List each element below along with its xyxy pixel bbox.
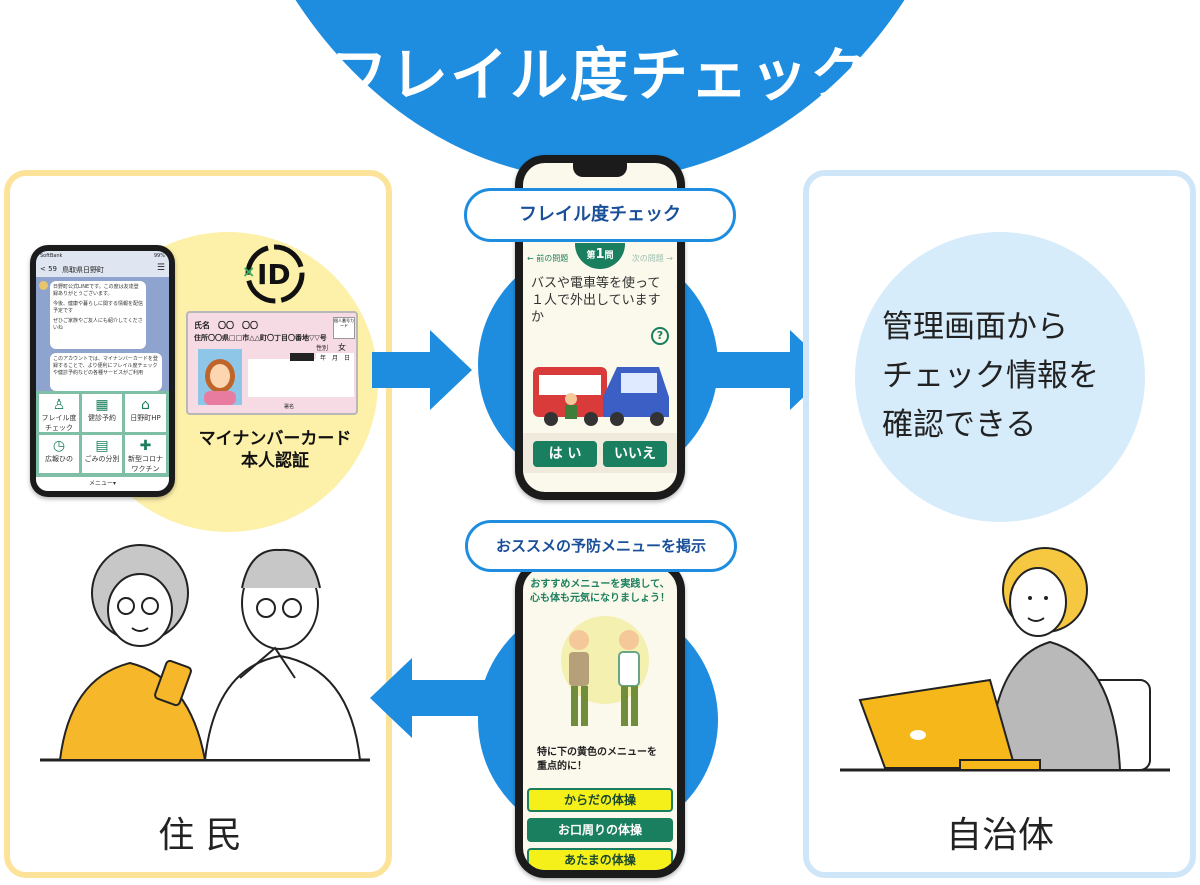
office-worker-illustration — [840, 547, 1170, 772]
chat-text-3: ぜひご家族やご友人にも紹介してくださいね — [53, 318, 143, 331]
my-number-card: 氏名 〇〇 〇〇 住所〇〇県□□市△△町〇丁目〇番地▽▽号 個人番号カード 性別… — [186, 311, 358, 415]
municipality-description: 管理画面から チェック情報を 確認できる — [882, 303, 1099, 450]
help-button[interactable]: ? — [651, 327, 669, 345]
menu-mouth-exercise[interactable]: お口周りの体操 — [527, 818, 673, 842]
menu-phone: おすすめメニューを実践して、 心も体も元気になりましょう！ 特に下の黄色のメニュ… — [515, 560, 685, 878]
badge-number: 1 — [595, 247, 605, 262]
line-header: < 59 鳥取県日野町 ☰ — [36, 261, 169, 277]
municipality-highlight-circle — [855, 232, 1145, 522]
rich-menu-label: フレイル度チェック — [41, 414, 77, 432]
card-caption-line1: マイナンバーカード — [198, 429, 352, 449]
municipality-text-line1: 管理画面から — [882, 309, 1068, 345]
card-date: 年 月 日 — [316, 353, 354, 362]
card-address: 住所〇〇県□□市△△町〇丁目〇番地▽▽号 — [194, 334, 327, 342]
clock-icon: ◷ — [52, 438, 66, 454]
card-name: 氏名 〇〇 〇〇 — [194, 321, 258, 330]
arrow-check-to-municipality — [712, 330, 832, 410]
rich-menu-frail-check[interactable]: ♙ フレイル度チェック — [39, 394, 79, 432]
page-title: フレイル度チェック — [329, 41, 870, 109]
chat-bubble-2: このアカウントでは、マイナンバーカードを登録することで、より便利にフレイル度チェ… — [50, 353, 162, 391]
status-bar: SoftBank 99% — [36, 251, 169, 261]
menu-body-exercise[interactable]: からだの体操 — [527, 788, 673, 812]
line-app-phone: SoftBank 99% < 59 鳥取県日野町 ☰ 日野町公式LINEです。こ… — [30, 245, 175, 497]
menu-note-line1: 特に下の黄色のメニューを — [537, 747, 657, 758]
vaccine-icon: ✚ — [139, 438, 152, 454]
calendar-icon: ▦ — [95, 397, 109, 413]
resident-label: 住 民 — [158, 815, 242, 856]
menu-icon[interactable]: ☰ — [156, 263, 165, 273]
municipality-text-line3: 確認できる — [882, 407, 1037, 443]
bus-car-illustration — [533, 367, 669, 426]
back-button[interactable]: < 59 — [40, 265, 57, 273]
id-logo-text: ID — [257, 258, 291, 291]
arrow-menu-to-resident — [370, 658, 490, 738]
chat-text-1: 日野町公式LINEです。この度は友達登録ありがとうございます。 — [53, 284, 139, 297]
line-app-screen: SoftBank 99% < 59 鳥取県日野町 ☰ 日野町公式LINEです。こ… — [36, 251, 169, 491]
home-icon: ⌂ — [141, 397, 150, 413]
menu-brain-exercise[interactable]: あたまの体操 — [527, 848, 673, 870]
card-photo — [198, 349, 242, 405]
yes-button[interactable]: は い — [533, 441, 597, 467]
rich-menu-label: 健診予約 — [88, 414, 116, 422]
frail-check-pill: フレイル度チェック — [464, 188, 736, 242]
card-badge: 個人番号カード — [333, 317, 355, 339]
rich-menu-label: ごみの分別 — [84, 455, 120, 463]
account-name: 鳥取県日野町 — [62, 266, 104, 274]
card-sex-value: 女 — [338, 343, 346, 352]
badge-suffix: 問 — [604, 251, 614, 261]
trash-icon: ▤ — [95, 438, 109, 454]
rich-menu-bulletin[interactable]: ◷ 広報ひの — [39, 435, 79, 473]
status-carrier: SoftBank — [40, 253, 63, 259]
municipality-text-line2: チェック情報を — [882, 358, 1099, 394]
rich-menu-homepage[interactable]: ⌂ 日野町HP — [125, 394, 166, 432]
menu-header-line1: おすすめメニューを実践して、 — [530, 579, 670, 590]
card-info-box — [248, 359, 354, 397]
elderly-couple-illustration — [40, 544, 370, 762]
card-redaction — [290, 353, 314, 361]
rich-menu-label: 広報ひの — [45, 455, 73, 463]
exercise-illustration — [561, 616, 649, 726]
rich-menu: ♙ フレイル度チェック ▦ 健診予約 ⌂ 日野町HP ◷ 広報ひの ▤ ごみの分… — [36, 391, 169, 477]
rich-menu-checkup[interactable]: ▦ 健診予約 — [82, 394, 122, 432]
rich-menu-vaccine[interactable]: ✚ 新型コロナワクチン — [125, 435, 166, 473]
rich-menu-label: 日野町HP — [130, 414, 161, 422]
question-text: バスや電車等を使って１人で外出していますか — [531, 276, 661, 325]
card-sex-label: 性別 — [316, 345, 329, 352]
rich-menu-footer[interactable]: メニュー▾ — [36, 477, 169, 491]
chat-text-4: このアカウントでは、マイナンバーカードを登録することで、より便利にフレイル度チェ… — [53, 356, 158, 376]
menu-note: 特に下の黄色のメニューを 重点的に！ — [537, 746, 677, 774]
rich-menu-label: 新型コロナワクチン — [128, 455, 163, 473]
card-caption-line2: 本人認証 — [241, 451, 309, 471]
chat-text-2: 今後、健康や暮らしに関する情報を配信予定です — [53, 301, 144, 314]
badge-prefix: 第 — [586, 251, 596, 261]
question-nav: ← 前の問題 次の問題 → — [523, 247, 677, 269]
chat-bubble-1: 日野町公式LINEです。この度は友達登録ありがとうございます。 今後、健康や暮ら… — [50, 281, 146, 349]
menu-header: おすすめメニューを実践して、 心も体も元気になりましょう！ — [523, 578, 677, 606]
status-battery: 99% — [153, 253, 165, 259]
arrow-resident-to-check — [372, 330, 472, 410]
card-sign: 署名 — [284, 404, 295, 410]
phone-notch — [573, 163, 627, 177]
recommended-menu-pill: おススメの予防メニューを掲示 — [465, 520, 737, 572]
id-logo: ID × — [242, 244, 305, 304]
municipality-label: 自治体 — [945, 815, 1054, 856]
next-question-button[interactable]: 次の問題 → — [631, 254, 673, 263]
card-caption: マイナンバーカード 本人認証 — [180, 428, 370, 472]
prev-question-button[interactable]: ← 前の問題 — [527, 254, 569, 263]
line-avatar — [39, 281, 48, 290]
person-icon: ♙ — [52, 397, 66, 413]
rich-menu-garbage[interactable]: ▤ ごみの分別 — [82, 435, 122, 473]
menu-screen: おすすめメニューを実践して、 心も体も元気になりましょう！ 特に下の黄色のメニュ… — [523, 568, 677, 870]
menu-header-line2: 心も体も元気になりましょう！ — [530, 593, 670, 604]
menu-note-line2: 重点的に！ — [537, 761, 587, 772]
id-logo-x: × — [242, 262, 255, 281]
no-button[interactable]: いいえ — [603, 441, 667, 467]
